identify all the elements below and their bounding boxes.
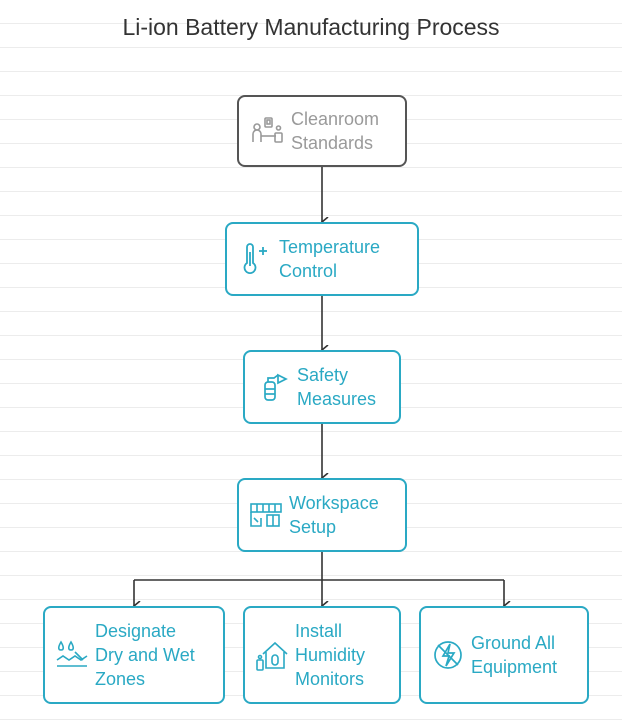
node-cleanroom-standards: Cleanroom Standards (237, 95, 407, 167)
node-ground-all-equipment: Ground All Equipment (419, 606, 589, 704)
node-label-line: Measures (297, 389, 377, 409)
node-label-line: Monitors (295, 669, 365, 689)
node-label-line: Dry and Wet (95, 645, 195, 665)
node-install-humidity-monitors: Install Humidity Monitors (243, 606, 401, 704)
node-label-line: Temperature (279, 237, 381, 257)
node-label-line: Ground All (471, 633, 556, 653)
node-label-line: Designate (95, 621, 177, 641)
node-workspace-setup: Workspace Setup (237, 478, 407, 552)
house-humidity-icon (256, 641, 288, 671)
node-temperature-control: Temperature Control (225, 222, 419, 296)
node-label-line: Equipment (471, 657, 558, 677)
node-label-line: Setup (289, 517, 337, 537)
node-safety-measures: Safety Measures (243, 350, 401, 424)
floor-plan-icon (250, 503, 282, 527)
node-label-line: Safety (297, 365, 349, 385)
diagram-title: Li-ion Battery Manufacturing Process (122, 14, 500, 40)
water-drops-icon (56, 640, 88, 667)
node-designate-dry-wet-zones: Designate Dry and Wet Zones (43, 606, 225, 704)
lightning-ground-icon (434, 641, 462, 669)
node-label-line: Install (295, 621, 343, 641)
people-equipment-icon (252, 117, 283, 143)
node-label-line: Humidity (295, 645, 366, 665)
fire-extinguisher-icon (264, 373, 288, 401)
node-label-line: Control (279, 261, 338, 281)
node-label-line: Standards (291, 133, 374, 153)
node-label-line: Zones (95, 669, 146, 689)
node-label-line: Workspace (289, 493, 379, 513)
node-label-line: Cleanroom (291, 109, 380, 129)
thermometer-icon (243, 243, 267, 274)
